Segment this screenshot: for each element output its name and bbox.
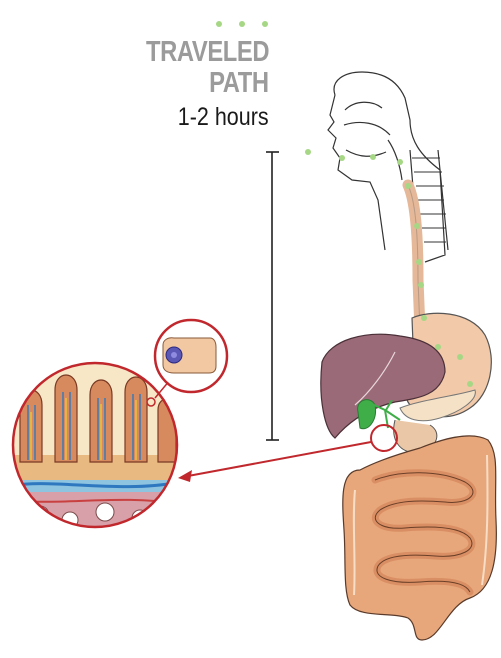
highlight-ring	[371, 425, 397, 451]
time-bracket	[266, 152, 279, 440]
intestinal-villi-icon	[10, 363, 180, 542]
liver-icon	[321, 334, 445, 438]
enterocyte-cell-icon	[155, 320, 227, 392]
head-crosssection-icon	[328, 72, 448, 262]
zoom-arrow	[188, 442, 371, 476]
